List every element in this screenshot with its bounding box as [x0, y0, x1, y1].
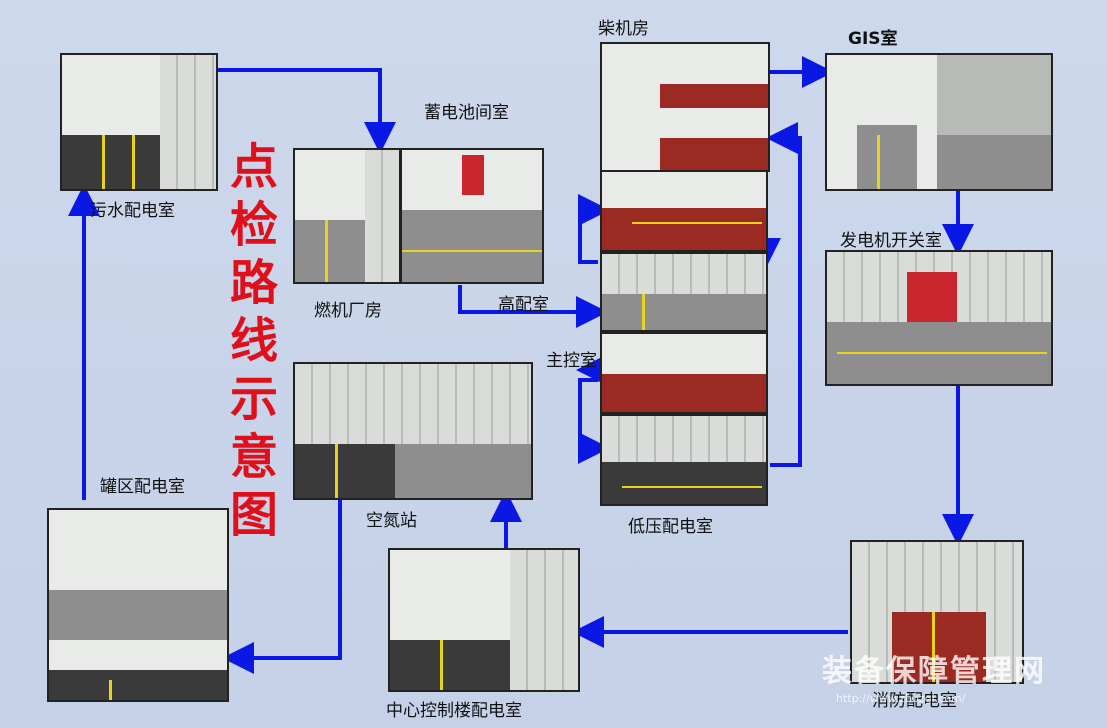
label-fadianji: 高配室 [498, 295, 549, 315]
photo-gis [825, 53, 1053, 191]
label-wushui: 污水配电室 [90, 201, 175, 221]
photo-zhukong [600, 332, 768, 414]
photo-wushui [60, 53, 218, 191]
photo-zhongxin [388, 548, 580, 692]
label-gaopei: 发电机开关室 [840, 231, 942, 251]
title-char: 图 [229, 487, 278, 543]
title-char: 线 [229, 313, 278, 369]
diagram-title: 点 检 路 线 示 意 图 [224, 138, 284, 544]
label-kongdan: 空氮站 [366, 511, 417, 531]
photo-fadianji [600, 252, 768, 332]
watermark-text: 装备保障管理网 [822, 654, 1046, 689]
title-char: 点 [229, 139, 278, 195]
title-char: 示 [229, 371, 278, 427]
label-zhongxin: 中心控制楼配电室 [386, 701, 522, 721]
arrow-kongdan-to-guanqu [222, 500, 342, 674]
label-ranji: 燃机厂房 [314, 301, 382, 321]
photo-xiaofang [850, 540, 1024, 684]
photo-chaiji [600, 42, 770, 172]
photo-ranji [293, 148, 401, 284]
arrow-ranji-to-fadianji [458, 285, 608, 328]
title-char: 检 [229, 197, 278, 253]
photo-diya [600, 414, 768, 506]
photo-chaiji-2 [600, 170, 768, 252]
arrow-wushui-to-xudianchi [218, 68, 396, 154]
label-xiaofang: 消防配电室 [872, 691, 957, 711]
label-diya: 低压配电室 [628, 517, 713, 537]
photo-gaopei [825, 250, 1053, 386]
arrow-diya-to-chaiji [766, 122, 802, 467]
label-xudianchi: 蓄电池间室 [424, 103, 509, 123]
title-char: 路 [229, 255, 278, 311]
label-chaiji: 柴机房 [598, 19, 649, 39]
title-char: 意 [229, 429, 278, 485]
photo-guanqu [47, 508, 229, 702]
label-zhukong: 主控室 [546, 351, 597, 371]
label-gis: GIS室 [848, 29, 898, 49]
watermark-url: http://www.zbbzgl.com/ [836, 692, 966, 705]
arrow-zhukong-loop [578, 378, 610, 464]
photo-xudianchi [400, 148, 544, 284]
photo-kongdan [293, 362, 533, 500]
arrow-fadianji-loop-up [578, 194, 610, 264]
label-guanqu: 罐区配电室 [100, 477, 185, 497]
